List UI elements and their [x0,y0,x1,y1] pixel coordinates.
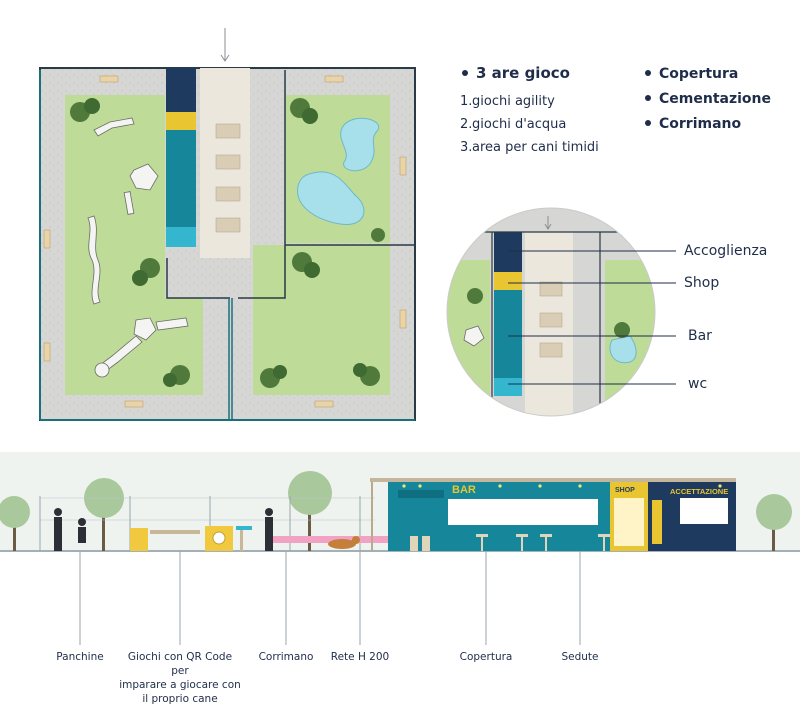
label-rete: Rete H 200 [330,651,390,663]
section-elevation [0,452,800,645]
list-item: 2.giochi d'acqua [460,117,567,132]
main-plan [39,28,416,421]
callout-accoglienza: Accoglienza [684,243,768,259]
sign-shop: SHOP [615,487,635,494]
sign-accettazione: ACCETTAZIONE [670,487,729,496]
plan-block-wc [166,227,196,247]
grass-area-agility [65,95,165,395]
feature-item: Cementazione [645,89,771,114]
label-panchine: Panchine [56,651,104,663]
plan-block-shop [166,112,196,130]
callout-wc: wc [688,376,708,392]
list-item: 3.area per cani timidi [460,140,599,155]
bullet-icon [645,120,651,126]
list-item: 1.giochi agility [460,94,555,109]
feature-item: Corrimano [645,114,771,139]
label-sedute: Sedute [561,651,599,663]
label-corrimano: Corrimano [258,651,314,663]
bullet-icon [645,95,651,101]
zoom-detail [446,207,676,417]
section-bar-window [448,499,598,525]
callout-shop: Shop [684,275,720,291]
callout-bar: Bar [688,328,712,344]
play-areas-list: 1.giochi agility 2.giochi d'acqua 3.area… [460,90,599,159]
bullet-icon [462,69,468,76]
legend-title: 3 are gioco [462,64,570,82]
features-list: Copertura Cementazione Corrimano [645,64,771,139]
plan-block-bar [166,130,196,227]
bullet-icon [645,70,651,76]
feature-item: Copertura [645,64,771,89]
label-copertura: Copertura [459,651,513,663]
plan-block-accoglienza [166,68,196,112]
sign-bar: BAR [452,484,476,496]
label-giochi: Giochi con QR Code per imparare a giocar… [119,651,241,705]
